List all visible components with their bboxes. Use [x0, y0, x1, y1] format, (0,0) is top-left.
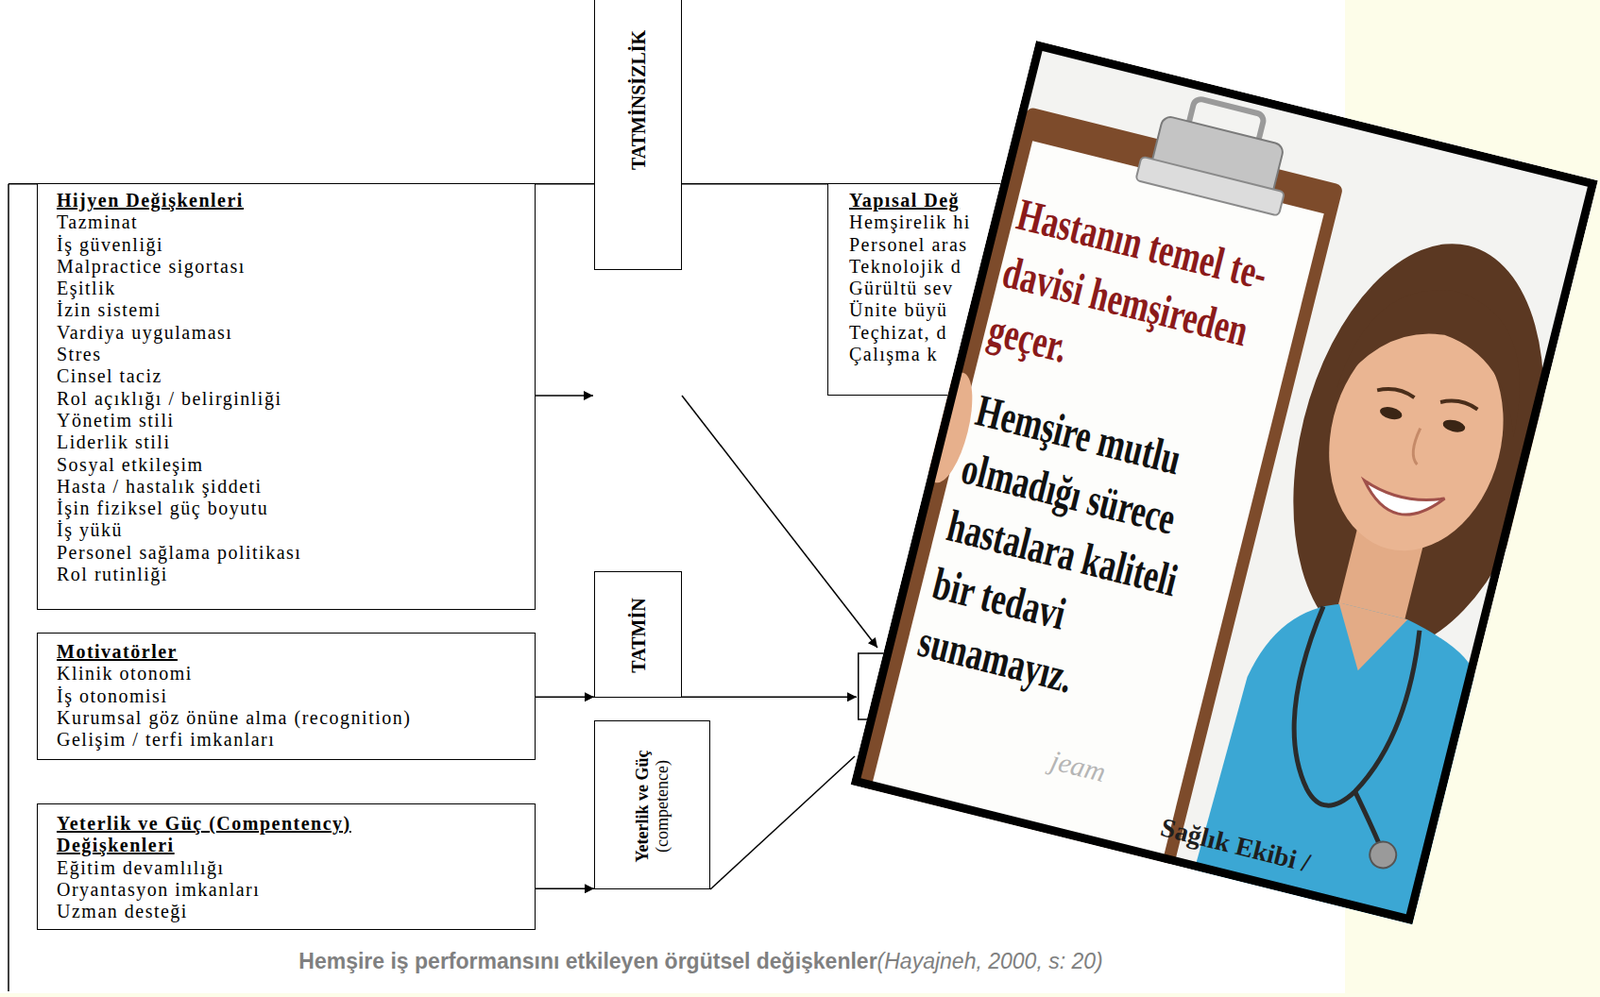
list-item: Malpractice sigortası: [56, 255, 526, 278]
eye: [1441, 417, 1466, 434]
box-heading: Yeterlik ve Güç (Compentency) Değişkenle…: [56, 813, 416, 858]
eye: [1378, 405, 1404, 422]
photo-ground: [851, 40, 1599, 925]
list-item: İş güvenliği: [56, 234, 526, 256]
connector: [535, 888, 595, 891]
box-heading: Motivatörler: [56, 641, 526, 664]
list-item: İşin fiziksel güç boyutu: [56, 497, 526, 520]
neckline: [1324, 602, 1408, 680]
variable-box: Yapısal DeğHemşirelik hiPersonel arasTek…: [827, 183, 1085, 396]
connector: [681, 183, 828, 186]
list-item: Uzman desteği: [56, 901, 526, 923]
stethoscope: [1271, 605, 1424, 819]
flow-arrow: [534, 394, 594, 397]
list-item: Hemşirelik hi: [849, 211, 1085, 234]
list-item: Kurumsal göz önüne alma (recognition): [56, 707, 526, 730]
rotated-text-group: TATMİN: [627, 597, 649, 673]
list-item: Oryantasyon imkanları: [56, 879, 526, 902]
outcome-box: TATMİNSİZLİK: [594, 0, 682, 271]
hair-front: [1335, 269, 1545, 438]
list-item: Çalışma k: [849, 343, 1085, 366]
hair: [1253, 217, 1583, 678]
list-item: Teçhizat, d: [849, 322, 1085, 344]
list-item: İzin sistemi: [56, 299, 526, 322]
list-item: İş yükü: [56, 519, 526, 542]
connector: [535, 183, 595, 186]
outcome-box: TATMİN: [594, 571, 682, 698]
list-item: Gelişim / terfi imkanları: [56, 729, 526, 751]
list-item: Personel aras: [849, 234, 1085, 256]
nose: [1410, 427, 1427, 465]
list-item: Vardiya uygulaması: [56, 322, 526, 344]
list-item: Hasta / hastalık şiddeti: [56, 476, 526, 498]
box-heading: Yapısal Değ: [849, 189, 1085, 212]
smile: [1358, 478, 1445, 525]
caption-line: Hemşire iş performansını etkileyen örgüt…: [228, 949, 1174, 975]
outcome-label: TATMİN: [627, 597, 649, 673]
list-item: Rol açıklığı / belirginliği: [56, 388, 526, 410]
flow-arrow: [681, 697, 857, 699]
list-item: Sosyal etkileşim: [56, 454, 526, 477]
photo-frame: [855, 45, 1593, 920]
flow-arrow: [681, 395, 878, 648]
variable-box: Hijyen DeğişkenleriTazminatİş güvenliğiM…: [36, 183, 536, 611]
outcome-label: (competence): [652, 750, 673, 864]
list-item: Klinik otonomi: [56, 663, 526, 685]
flow-line: [710, 756, 855, 890]
list-item: Ünite büyü: [849, 299, 1085, 322]
list-item: Yönetim stili: [56, 409, 526, 432]
list-item: Personel sağlama politikası: [56, 542, 526, 564]
citation: (Hayajneh, 2000, s: 20): [877, 949, 1104, 974]
variable-box: Yeterlik ve Güç (Compentency) Değişkenle…: [36, 803, 536, 931]
list-item: Stres: [56, 343, 526, 366]
list-item: Teknolojik d: [849, 255, 1085, 278]
outcome-label: Yeterlik ve Güç: [632, 750, 653, 864]
figure-caption: Hemşire iş performansını etkileyen örgüt…: [298, 949, 877, 974]
stethoscope: [1344, 791, 1393, 847]
list-item: Tazminat: [56, 211, 526, 234]
list-item: İş otonomisi: [56, 685, 526, 708]
box-heading: Hijyen Değişkenleri: [56, 189, 526, 212]
slide-ground: [0, 0, 1345, 994]
list-item: Liderlik stili: [56, 431, 526, 454]
rotated-text-group: TATMİNSİZLİK: [627, 30, 649, 171]
clip-bar: [1135, 156, 1285, 217]
list-item: Cinsel taciz: [56, 365, 526, 388]
stethoscope-head: [1366, 838, 1399, 871]
list-item: Gürültü sev: [849, 277, 1085, 300]
list-item: Eşitlik: [56, 277, 526, 300]
feedback-line: [7, 184, 10, 992]
connector-layer: [535, 184, 828, 890]
outcome-box: Yeterlik ve Güç(competence): [594, 720, 711, 890]
outcome-label: TATMİNSİZLİK: [627, 30, 649, 171]
variable-box: MotivatörlerKlinik otonomiİş otonomisiKu…: [36, 632, 536, 761]
list-item: Eğitim devamlılığı: [56, 857, 526, 880]
rotated-text-group: Yeterlik ve Güç(competence): [632, 750, 673, 864]
connector: [535, 697, 595, 699]
list-item: Rol rutinliği: [56, 563, 526, 586]
feedback-line: [8, 183, 37, 186]
